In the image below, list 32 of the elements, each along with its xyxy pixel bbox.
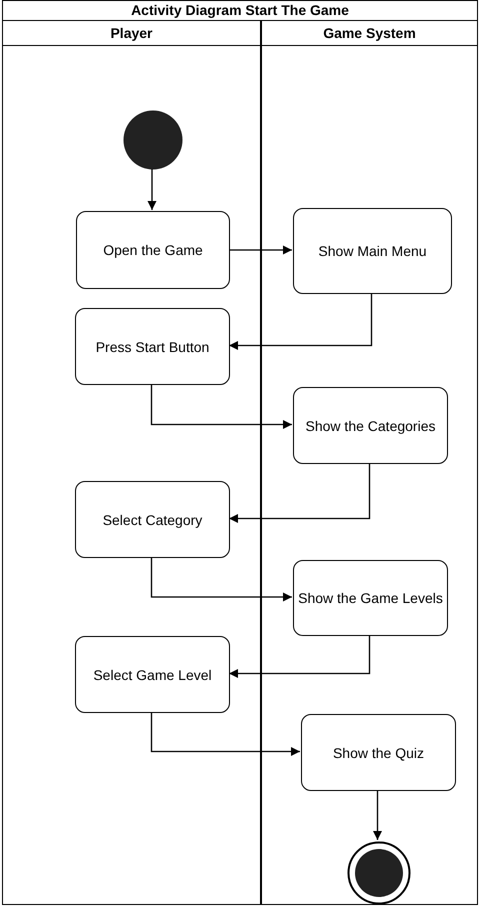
swimlane — [261, 20, 478, 905]
action-box — [75, 636, 230, 713]
action-box — [76, 211, 230, 289]
lane-header: Game System — [262, 21, 477, 46]
lane-header: Player — [3, 21, 260, 46]
arrow — [229, 246, 292, 254]
action-box — [75, 481, 230, 558]
start-node — [123, 110, 183, 170]
action-box — [301, 714, 456, 791]
action-label: Show Main Menu — [318, 243, 427, 259]
arrow — [148, 169, 156, 210]
action-box — [293, 208, 452, 294]
arrow — [229, 293, 372, 350]
action-label: Open the Game — [103, 242, 203, 258]
action-label: Show the Quiz — [332, 744, 424, 760]
action-label: Press Start Button — [96, 338, 210, 354]
action-label: Select Game Level — [93, 666, 212, 682]
arrow — [150, 712, 300, 756]
diagram-title: Activity Diagram Start The Game — [130, 1, 350, 20]
action-box — [293, 560, 448, 636]
arrow — [150, 384, 292, 429]
action-box — [75, 308, 230, 385]
arrow — [229, 463, 370, 523]
arrow — [150, 557, 292, 602]
arrow — [229, 635, 370, 678]
end-node — [347, 841, 411, 905]
action-label: Select Category — [102, 512, 202, 528]
action-label: Show the Categories — [306, 418, 436, 434]
action-label: Show the Game Levels — [298, 590, 443, 606]
action-box — [293, 387, 448, 464]
arrow — [373, 790, 382, 840]
swimlane — [2, 20, 261, 905]
